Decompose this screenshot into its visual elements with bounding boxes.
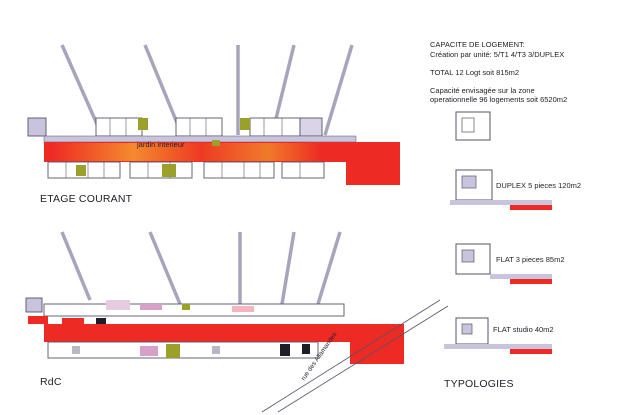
- ground-entry-marker: [28, 316, 48, 324]
- ground-red-band: [44, 324, 404, 364]
- capacity-zone-line-2: operationnelle 96 logements soit 6520m2: [430, 95, 568, 104]
- interior-garden: [52, 143, 322, 161]
- capacity-zone-line-1: Capacité envisagée sur la zone: [430, 86, 535, 95]
- ground-floor-plan: [25, 231, 449, 413]
- upper-units-south-details: [65, 162, 301, 178]
- upper-floor-title: ETAGE COURANT: [40, 193, 133, 205]
- ground-floor-title: RdC: [40, 376, 62, 388]
- typology-label-flat-3: FLAT 3 pieces 85m2: [496, 255, 565, 264]
- typology-plans: [444, 111, 552, 354]
- ground-units-south: [47, 341, 319, 359]
- typology-label-duplex: DUPLEX 5 pieces 120m2: [496, 181, 582, 190]
- upper-olive-planting: [76, 118, 250, 177]
- ground-north-accents: [62, 300, 254, 324]
- ground-south-accents: [72, 344, 310, 358]
- upper-units-north-details: [109, 118, 283, 136]
- typology-label-studio: FLAT studio 40m2: [493, 325, 554, 334]
- upper-floor-plan: [27, 44, 400, 185]
- street-lines: [261, 299, 449, 413]
- typologies-title: TYPOLOGIES: [444, 378, 514, 390]
- ground-diagonal-beams: [60, 231, 342, 305]
- capacity-heading: CAPACITE DE LOGEMENT:: [430, 40, 525, 49]
- garden-label: jardin interieur: [137, 140, 185, 149]
- upper-balcony-strip: [43, 135, 357, 143]
- capacity-total: TOTAL 12 Logt soit 815m2: [430, 68, 520, 77]
- capacity-creation: Création par unité: 5/T1 4/T3 3/DUPLEX: [430, 50, 565, 59]
- upper-units-south: [47, 161, 325, 179]
